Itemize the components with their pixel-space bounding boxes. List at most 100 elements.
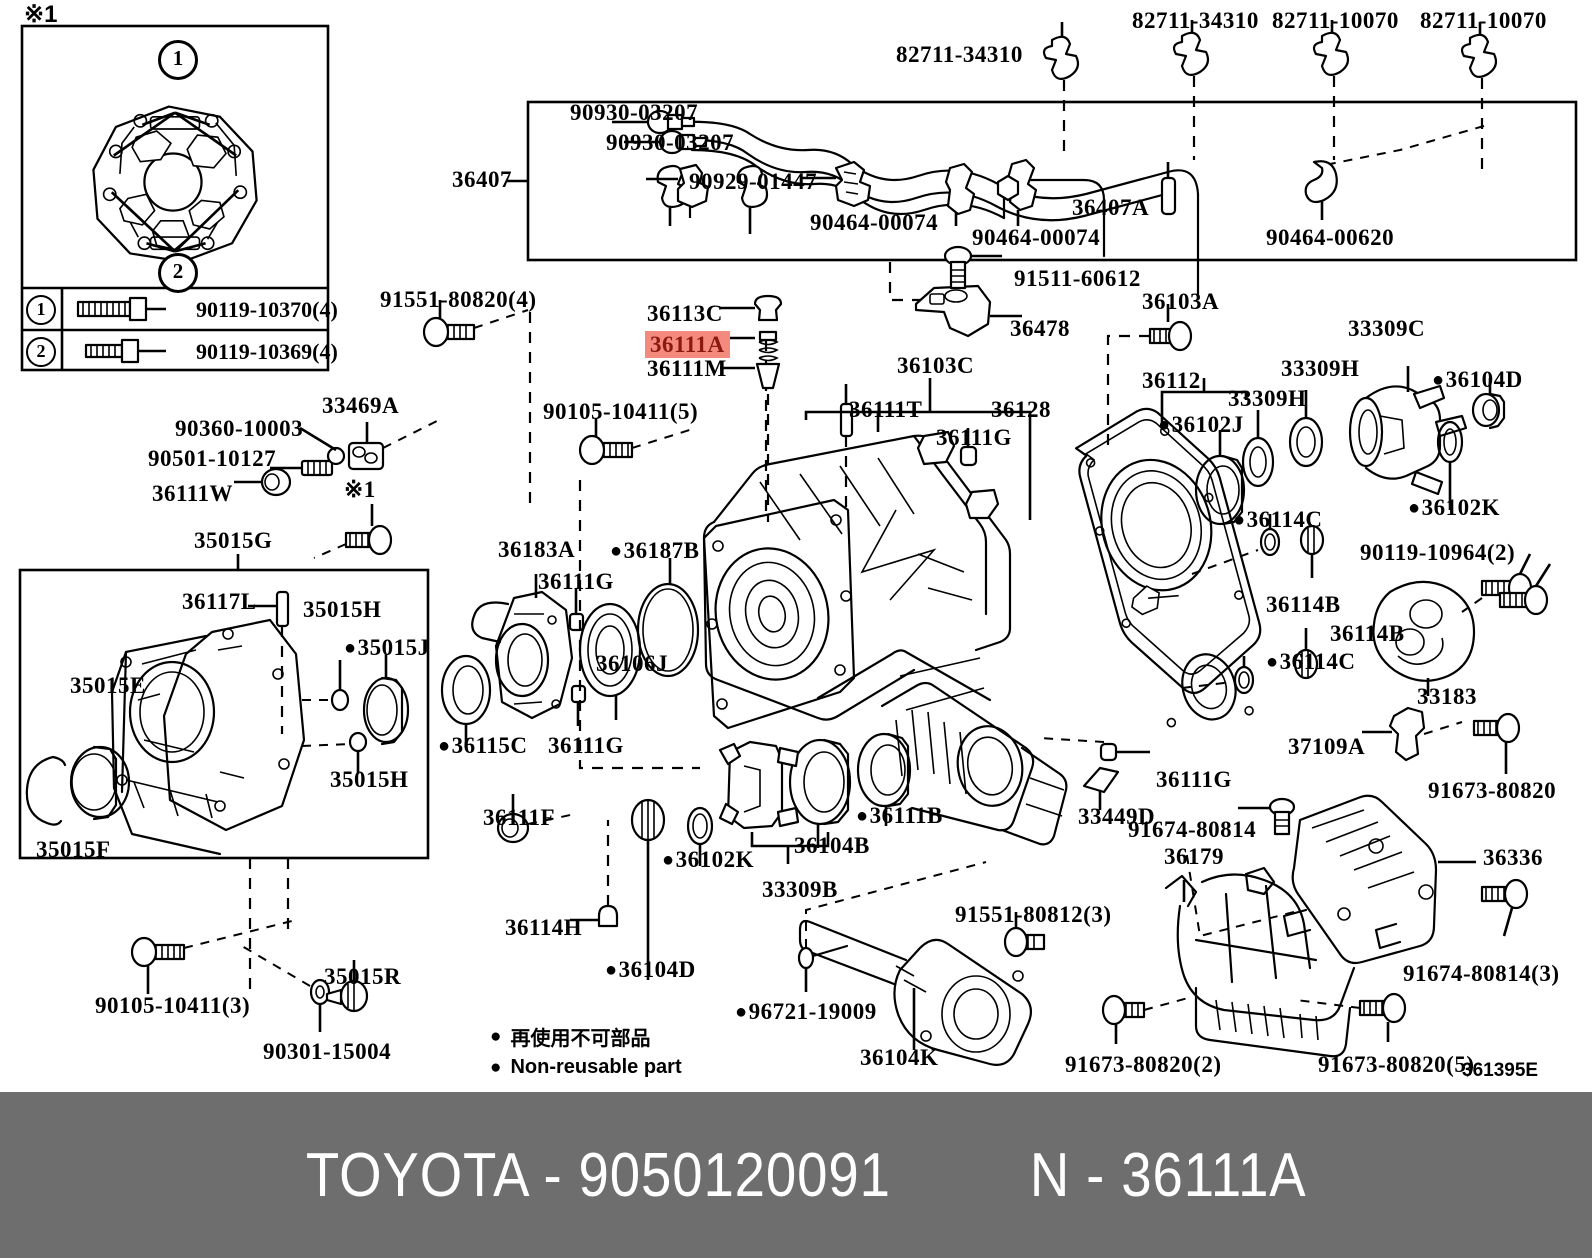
- label-82711-10070-b: 82711-10070: [1420, 8, 1547, 33]
- label-90464-00074-b: 90464-00074: [972, 225, 1101, 250]
- balloon-2: 2: [158, 253, 198, 293]
- callout-plug-35015R: 35015R: [324, 964, 402, 989]
- balloon-1: 1: [158, 40, 198, 80]
- hose-group-label: 36407: [452, 167, 512, 192]
- label-90464-00620: 90464-00620: [1266, 225, 1395, 250]
- callout-flange-36104B: 36104B: [794, 833, 870, 858]
- callout-bolt-91511-60612: 91511-60612: [1014, 266, 1141, 291]
- legend-row-jp: ● 再使用不可部品: [490, 1022, 682, 1051]
- callout-bolt-96721-19009: 96721-19009: [735, 1000, 877, 1023]
- callout-nut-36114B-a: 36114B: [1266, 592, 1341, 617]
- callout-shim-33309H-a: 33309H: [1228, 386, 1307, 411]
- legend: ● 再使用不可部品 ● Non-reusable part: [490, 1022, 682, 1084]
- label-35015J: 35015J: [344, 636, 430, 659]
- callout-bolt-90119-10964: 90119-10964(2): [1360, 540, 1516, 565]
- label-82711-34310-b: 82711-34310: [1132, 8, 1259, 33]
- callout-group-36112: 36112: [1142, 368, 1201, 393]
- label-90930-03207-b: 90930-03207: [606, 130, 735, 155]
- callout-bracket-36478: 36478: [1010, 316, 1070, 341]
- legend-text-en: Non-reusable part: [510, 1056, 682, 1078]
- callout-plug-36111G-b: 36111G: [538, 569, 614, 594]
- label-35015E: 35015E: [70, 673, 146, 698]
- callout-cover-36183A: 36183A: [498, 537, 576, 562]
- inset-table-row-2: 2 90119-10369(4): [24, 333, 338, 371]
- label-35015G: 35015G: [194, 528, 273, 553]
- callout-plug-36114H: 36114H: [505, 915, 583, 940]
- label-90930-03207-a: 90930-03207: [570, 100, 699, 125]
- callout-cover-36128: 36128: [991, 397, 1051, 422]
- callout-cap-36113C: 36113C: [647, 301, 723, 326]
- callout-bolt-91674-80814-3: 91674-80814(3): [1403, 961, 1560, 986]
- callout-plug-33469A: 33469A: [322, 393, 400, 418]
- callout-washer-36114C-a: 36114C: [1233, 508, 1322, 531]
- callout-oring-36102K-r: 36102K: [1408, 496, 1500, 519]
- callout-seal-36115C: 36115C: [438, 734, 527, 757]
- callout-plug-36111F: 36111F: [483, 805, 556, 830]
- callout-bolt-91551-80820: 91551-80820(4): [380, 287, 537, 312]
- callout-mark-inset-2: ※1: [344, 477, 376, 502]
- callout-bolt-91674-80814: 91674-80814: [1128, 817, 1257, 842]
- footer-bar: TOYOTA - 9050120091 N - 36111A: [0, 1092, 1592, 1258]
- callout-plug-36111M: 36111M: [647, 356, 727, 381]
- callout-group-33309B: 33309B: [762, 877, 838, 902]
- callout-oring-36187B: 36187B: [610, 539, 699, 562]
- label-35015H-bottom: 35015H: [330, 767, 409, 792]
- footer-node-part: N - 36111A: [1029, 1140, 1307, 1210]
- diagram-code: 361395E: [1462, 1060, 1539, 1081]
- legend-bullet-en: ●: [490, 1056, 502, 1078]
- callout-case-36111T: 36111T: [849, 397, 923, 422]
- legend-row-en: ● Non-reusable part: [490, 1056, 682, 1079]
- legend-text-jp: 再使用不可部品: [510, 1028, 651, 1050]
- label-36407A: 36407A: [1072, 195, 1150, 220]
- callout-magnet-33449D: 33449D: [1078, 804, 1156, 829]
- callout-seal-36111B: 36111B: [856, 804, 943, 827]
- callout-bolt-90105-10411-3: 90105-10411(3): [95, 993, 251, 1018]
- label-90929-01447: 90929-01447: [689, 169, 818, 194]
- inset-row-num-2: 2: [24, 337, 58, 367]
- inset-row-num-1: 1: [24, 295, 58, 325]
- callout-mount-33183: 33183: [1417, 684, 1477, 709]
- callout-bracket-36336: 36336: [1483, 845, 1543, 870]
- inset-table-row-1: 1 90119-10370(4): [24, 291, 338, 329]
- callout-group-36103C: 36103C: [897, 353, 975, 378]
- callout-clamp-37109A: 37109A: [1288, 734, 1366, 759]
- label-82711-10070-a: 82711-10070: [1272, 8, 1399, 33]
- callout-nut-36114B-b: 36114B: [1330, 621, 1405, 646]
- inset-row-part-2: 90119-10369(4): [196, 339, 338, 364]
- callout-shim-33309H-b: 33309H: [1281, 356, 1360, 381]
- inset-row-part-1: 90119-10370(4): [196, 297, 338, 322]
- callout-bracket-36179: 36179: [1164, 844, 1224, 869]
- label-35015H-top: 35015H: [303, 597, 382, 622]
- callout-bolt-91673-80820-2: 91673-80820(2): [1065, 1052, 1222, 1077]
- callout-nut-36104D-r: 36104D: [1432, 368, 1523, 391]
- callout-plug-36111G-c: 36111G: [548, 733, 624, 758]
- diagram-canvas: .ln{fill:none;stroke:#000;stroke-width:2…: [18, 20, 1578, 1066]
- callout-washer-36114C-b: 36114C: [1266, 650, 1355, 673]
- label-36117L: 36117L: [182, 589, 257, 614]
- callout-gasket-36106J: 36106J: [596, 651, 668, 676]
- inset-marker: ※1: [24, 1, 58, 28]
- callout-cover-36104K: 36104K: [860, 1045, 939, 1070]
- diagram-linework: .ln{fill:none;stroke:#000;stroke-width:2…: [18, 20, 1578, 1066]
- callout-nut-36104D-c: 36104D: [605, 958, 696, 981]
- callout-plug-36111G-d: 36111G: [1156, 767, 1232, 792]
- callout-ball-90360-10003: 90360-10003: [175, 416, 304, 441]
- callout-bolt-90105-10411-5: 90105-10411(5): [543, 399, 699, 424]
- callout-spring-90501-10127: 90501-10127: [148, 446, 277, 471]
- footer-brand-part: TOYOTA - 9050120091: [306, 1140, 892, 1210]
- callout-oring-90301-15004: 90301-15004: [263, 1039, 392, 1064]
- label-35015F: 35015F: [36, 837, 111, 862]
- legend-bullet-jp: ●: [490, 1025, 502, 1047]
- label-82711-34310-a: 82711-34310: [896, 42, 1023, 67]
- label-90464-00074-a: 90464-00074: [810, 210, 939, 235]
- callout-bolt-91673-80820-5: 91673-80820(5): [1318, 1052, 1475, 1077]
- callout-bolt-91673-80820-r: 91673-80820: [1428, 778, 1557, 803]
- callout-bolt-91551-80812: 91551-80812(3): [955, 902, 1112, 927]
- callout-seal-36102J: 36102J: [1158, 413, 1244, 436]
- callout-plug-36111W: 36111W: [152, 481, 233, 506]
- callout-bolt-36103A: 36103A: [1142, 289, 1220, 314]
- callout-flange-33309C: 33309C: [1348, 316, 1426, 341]
- callout-oring-36102K-c: 36102K: [662, 848, 754, 871]
- callout-spring-36111A[interactable]: 36111A: [645, 331, 730, 358]
